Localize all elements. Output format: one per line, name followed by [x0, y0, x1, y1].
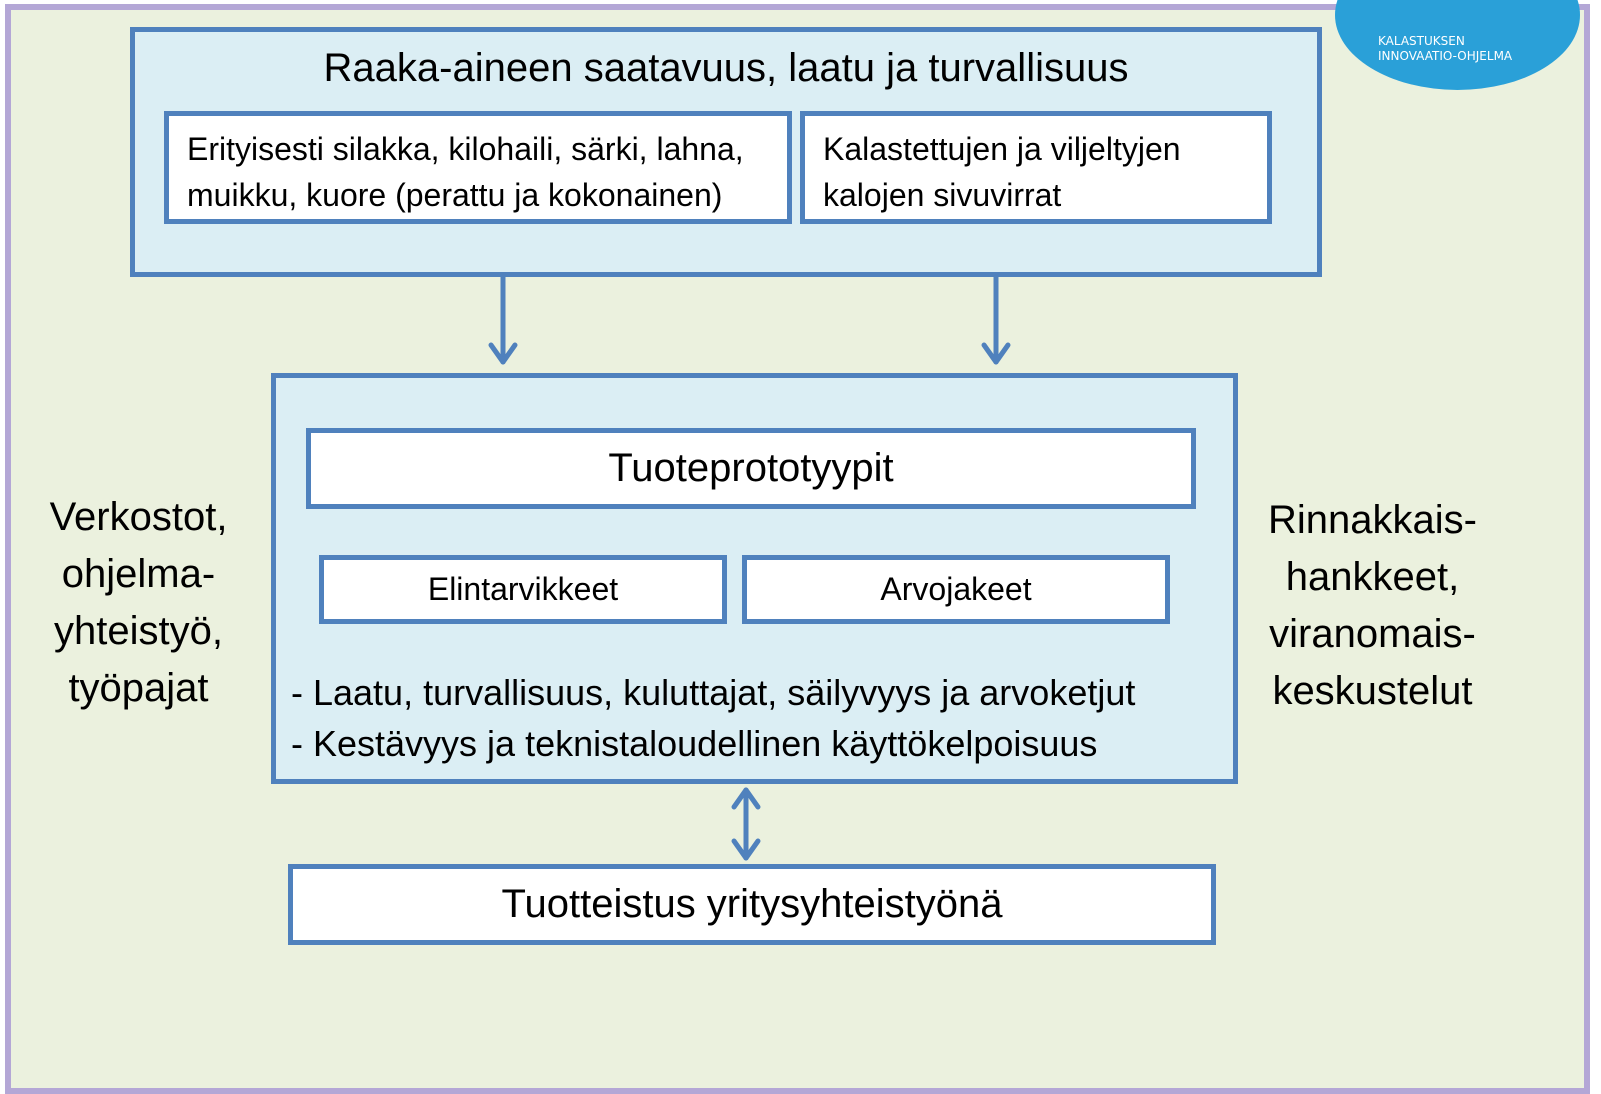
value-components-box: Arvojakeet	[742, 555, 1170, 624]
species-line-2: muikku, kuore (perattu ja kokonainen)	[187, 177, 723, 213]
left-side-line-3: yhteistyö,	[54, 609, 223, 653]
productization-box: Tuotteistus yritysyhteistyönä	[288, 864, 1216, 945]
criteria-item-2: - Kestävyys ja teknistaloudellinen käytt…	[291, 723, 1098, 764]
food-label: Elintarvikkeet	[427, 571, 619, 607]
raw-material-species-box: Erityisesti silakka, kilohaili, särki, l…	[164, 111, 792, 224]
criteria-list: - Laatu, turvallisuus, kuluttajat, säily…	[291, 667, 1135, 769]
prototypes-label: Tuoteprototyypit	[608, 446, 894, 490]
left-side-line-2: ohjelma-	[61, 552, 216, 596]
right-side-text: Rinnakkais- hankkeet, viranomais- keskus…	[1250, 492, 1495, 720]
side-streams-box: Kalastettujen ja viljeltyjen kalojen siv…	[800, 111, 1272, 224]
arrow-bidirectional-head-up	[731, 787, 761, 810]
arrow-right-down-head	[981, 342, 1011, 365]
right-side-line-1: Rinnakkais-	[1268, 498, 1477, 542]
right-side-line-3: viranomais-	[1269, 612, 1476, 656]
productization-label: Tuotteistus yritysyhteistyönä	[501, 882, 1003, 926]
left-side-text: Verkostot, ohjelma- yhteistyö, työpajat	[26, 489, 251, 717]
arrow-left-down-head	[488, 342, 518, 365]
left-side-line-1: Verkostot,	[49, 495, 228, 539]
species-line-1: Erityisesti silakka, kilohaili, särki, l…	[187, 131, 744, 167]
left-side-line-4: työpajat	[68, 666, 209, 710]
food-box: Elintarvikkeet	[319, 555, 727, 624]
side-streams-line-2: kalojen sivuvirrat	[823, 177, 1062, 213]
prototypes-box: Tuoteprototyypit	[306, 428, 1196, 509]
logo-text: KALASTUKSEN INNOVAATIO-OHJELMA	[1378, 34, 1512, 64]
logo-line-1: KALASTUKSEN	[1378, 34, 1465, 48]
right-side-line-4: keskustelut	[1272, 669, 1473, 713]
criteria-item-1: - Laatu, turvallisuus, kuluttajat, säily…	[291, 672, 1136, 713]
raw-material-title: Raaka-aineen saatavuus, laatu ja turvall…	[323, 46, 1129, 90]
right-side-line-2: hankkeet,	[1285, 555, 1460, 599]
side-streams-line-1: Kalastettujen ja viljeltyjen	[823, 131, 1181, 167]
value-components-label: Arvojakeet	[880, 571, 1032, 607]
arrow-bidirectional-head-down	[731, 838, 761, 861]
logo-line-2: INNOVAATIO-OHJELMA	[1378, 49, 1513, 63]
